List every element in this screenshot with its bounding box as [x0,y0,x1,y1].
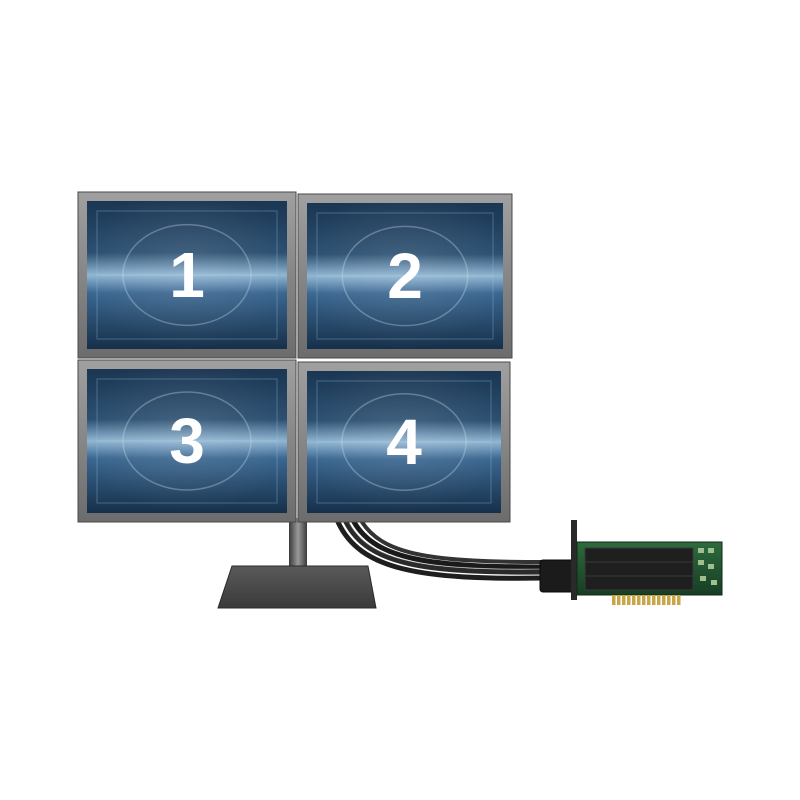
cable [360,520,547,564]
screen-target-ellipse [122,391,252,491]
screen-glow [87,369,287,513]
card-connector-housing [539,559,577,593]
cable-bundle [335,519,548,581]
gold-finger [652,595,656,605]
screen-guide-frame [316,212,494,340]
monitor-3: 3 [77,359,297,523]
gold-finger [612,595,616,605]
gold-finger [657,595,661,605]
pcie-gold-fingers [612,595,681,605]
cable [343,519,548,575]
gold-finger [672,595,676,605]
monitor-number: 1 [169,239,205,311]
monitor-4: 4 [297,361,511,523]
monitor-1: 1 [77,191,297,359]
stand-base [217,565,377,609]
screen-guide-frame [316,380,492,504]
stand-neck [289,518,307,580]
cable [351,519,548,570]
monitor-stand [217,518,377,609]
card-components [698,548,717,585]
screen-guide-frame [96,210,278,340]
screen-glow [87,201,287,349]
gold-finger [677,595,681,605]
monitor-number: 3 [169,405,205,477]
card-bracket [571,520,577,600]
gold-finger [617,595,621,605]
gold-finger [642,595,646,605]
gold-finger [622,595,626,605]
screen-target-ellipse [341,225,469,327]
gold-finger [647,595,651,605]
cable-highlight [349,523,546,570]
monitor-grid: 1 2 3 4 [77,191,513,523]
gold-finger [627,595,631,605]
screen-glow [307,203,503,349]
cable [335,519,548,581]
screen-guide-frame [96,378,278,504]
monitor-number: 2 [387,240,423,312]
monitor-2: 2 [297,193,513,359]
graphics-card [539,520,723,605]
monitor-number: 4 [386,406,422,478]
gold-finger [667,595,671,605]
screen-target-ellipse [341,392,467,492]
gold-finger [637,595,641,605]
card-heatsink [584,547,694,591]
screen-target-ellipse [122,223,252,327]
gold-finger [662,595,666,605]
gold-finger [632,595,636,605]
screen-glow [307,371,501,513]
